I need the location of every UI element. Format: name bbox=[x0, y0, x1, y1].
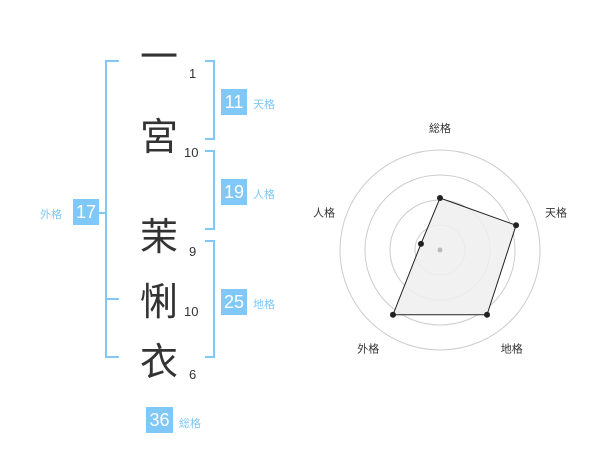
radar-point-2 bbox=[484, 311, 491, 318]
chi-kaku-value: 25 bbox=[221, 289, 247, 315]
radar-point-4 bbox=[417, 240, 424, 247]
gai-bracket-top bbox=[105, 60, 119, 62]
ten-kaku-label: 天格 bbox=[253, 98, 275, 111]
radar-ring-4 bbox=[339, 149, 541, 351]
gai-kaku-label: 外格 bbox=[40, 208, 62, 221]
name-char-5: 衣 bbox=[140, 340, 179, 384]
stroke-count-3: 9 bbox=[189, 244, 197, 259]
ten-bracket-bottom bbox=[205, 138, 215, 140]
jin-bracket-bottom bbox=[205, 228, 215, 230]
radar-axis-label-1: 天格 bbox=[545, 205, 567, 219]
stroke-count-2: 10 bbox=[184, 145, 199, 160]
jin-kaku-value: 19 bbox=[221, 179, 247, 205]
radar-center bbox=[437, 247, 443, 253]
ten-bracket-top bbox=[205, 60, 215, 62]
radar-point-3 bbox=[389, 311, 396, 318]
radar-axis-label-3: 外格 bbox=[357, 342, 379, 356]
gai-bracket-connector bbox=[97, 212, 105, 214]
jin-bracket-top bbox=[205, 150, 215, 152]
radar-axis-label-2: 地格 bbox=[501, 342, 523, 356]
radar-point-0 bbox=[437, 195, 443, 201]
radar-point-1 bbox=[513, 222, 520, 229]
radar-axis-label-0: 総格 bbox=[429, 121, 451, 135]
name-char-1: 一 bbox=[140, 35, 179, 79]
so-kaku-value: 36 bbox=[146, 407, 173, 433]
radar-area bbox=[392, 197, 517, 316]
stroke-count-5: 6 bbox=[189, 367, 197, 382]
gai-bracket-bottom bbox=[105, 356, 119, 358]
name-char-4: 悧 bbox=[140, 280, 179, 324]
name-char-3: 茉 bbox=[140, 215, 179, 259]
gai-bracket-vertical bbox=[105, 60, 107, 358]
radar-points bbox=[389, 195, 520, 318]
name-char-2: 宮 bbox=[140, 115, 179, 159]
ten-bracket-vertical bbox=[213, 60, 215, 140]
stroke-count-1: 1 bbox=[189, 66, 197, 81]
radar-ring-3 bbox=[364, 174, 516, 326]
jin-kaku-label: 人格 bbox=[253, 188, 275, 201]
jin-bracket-vertical bbox=[213, 150, 215, 230]
gai-kaku-value: 17 bbox=[73, 199, 99, 225]
gai-bracket-mid bbox=[105, 298, 119, 300]
stroke-count-4: 10 bbox=[184, 304, 199, 319]
chi-bracket-top bbox=[205, 240, 215, 242]
chi-kaku-label: 地格 bbox=[253, 298, 275, 311]
ten-kaku-value: 11 bbox=[221, 89, 247, 115]
chi-bracket-bottom bbox=[205, 356, 215, 358]
radar-axis-label-4: 人格 bbox=[313, 205, 335, 219]
so-kaku-label: 総格 bbox=[179, 417, 201, 430]
chi-bracket-vertical bbox=[213, 240, 215, 358]
